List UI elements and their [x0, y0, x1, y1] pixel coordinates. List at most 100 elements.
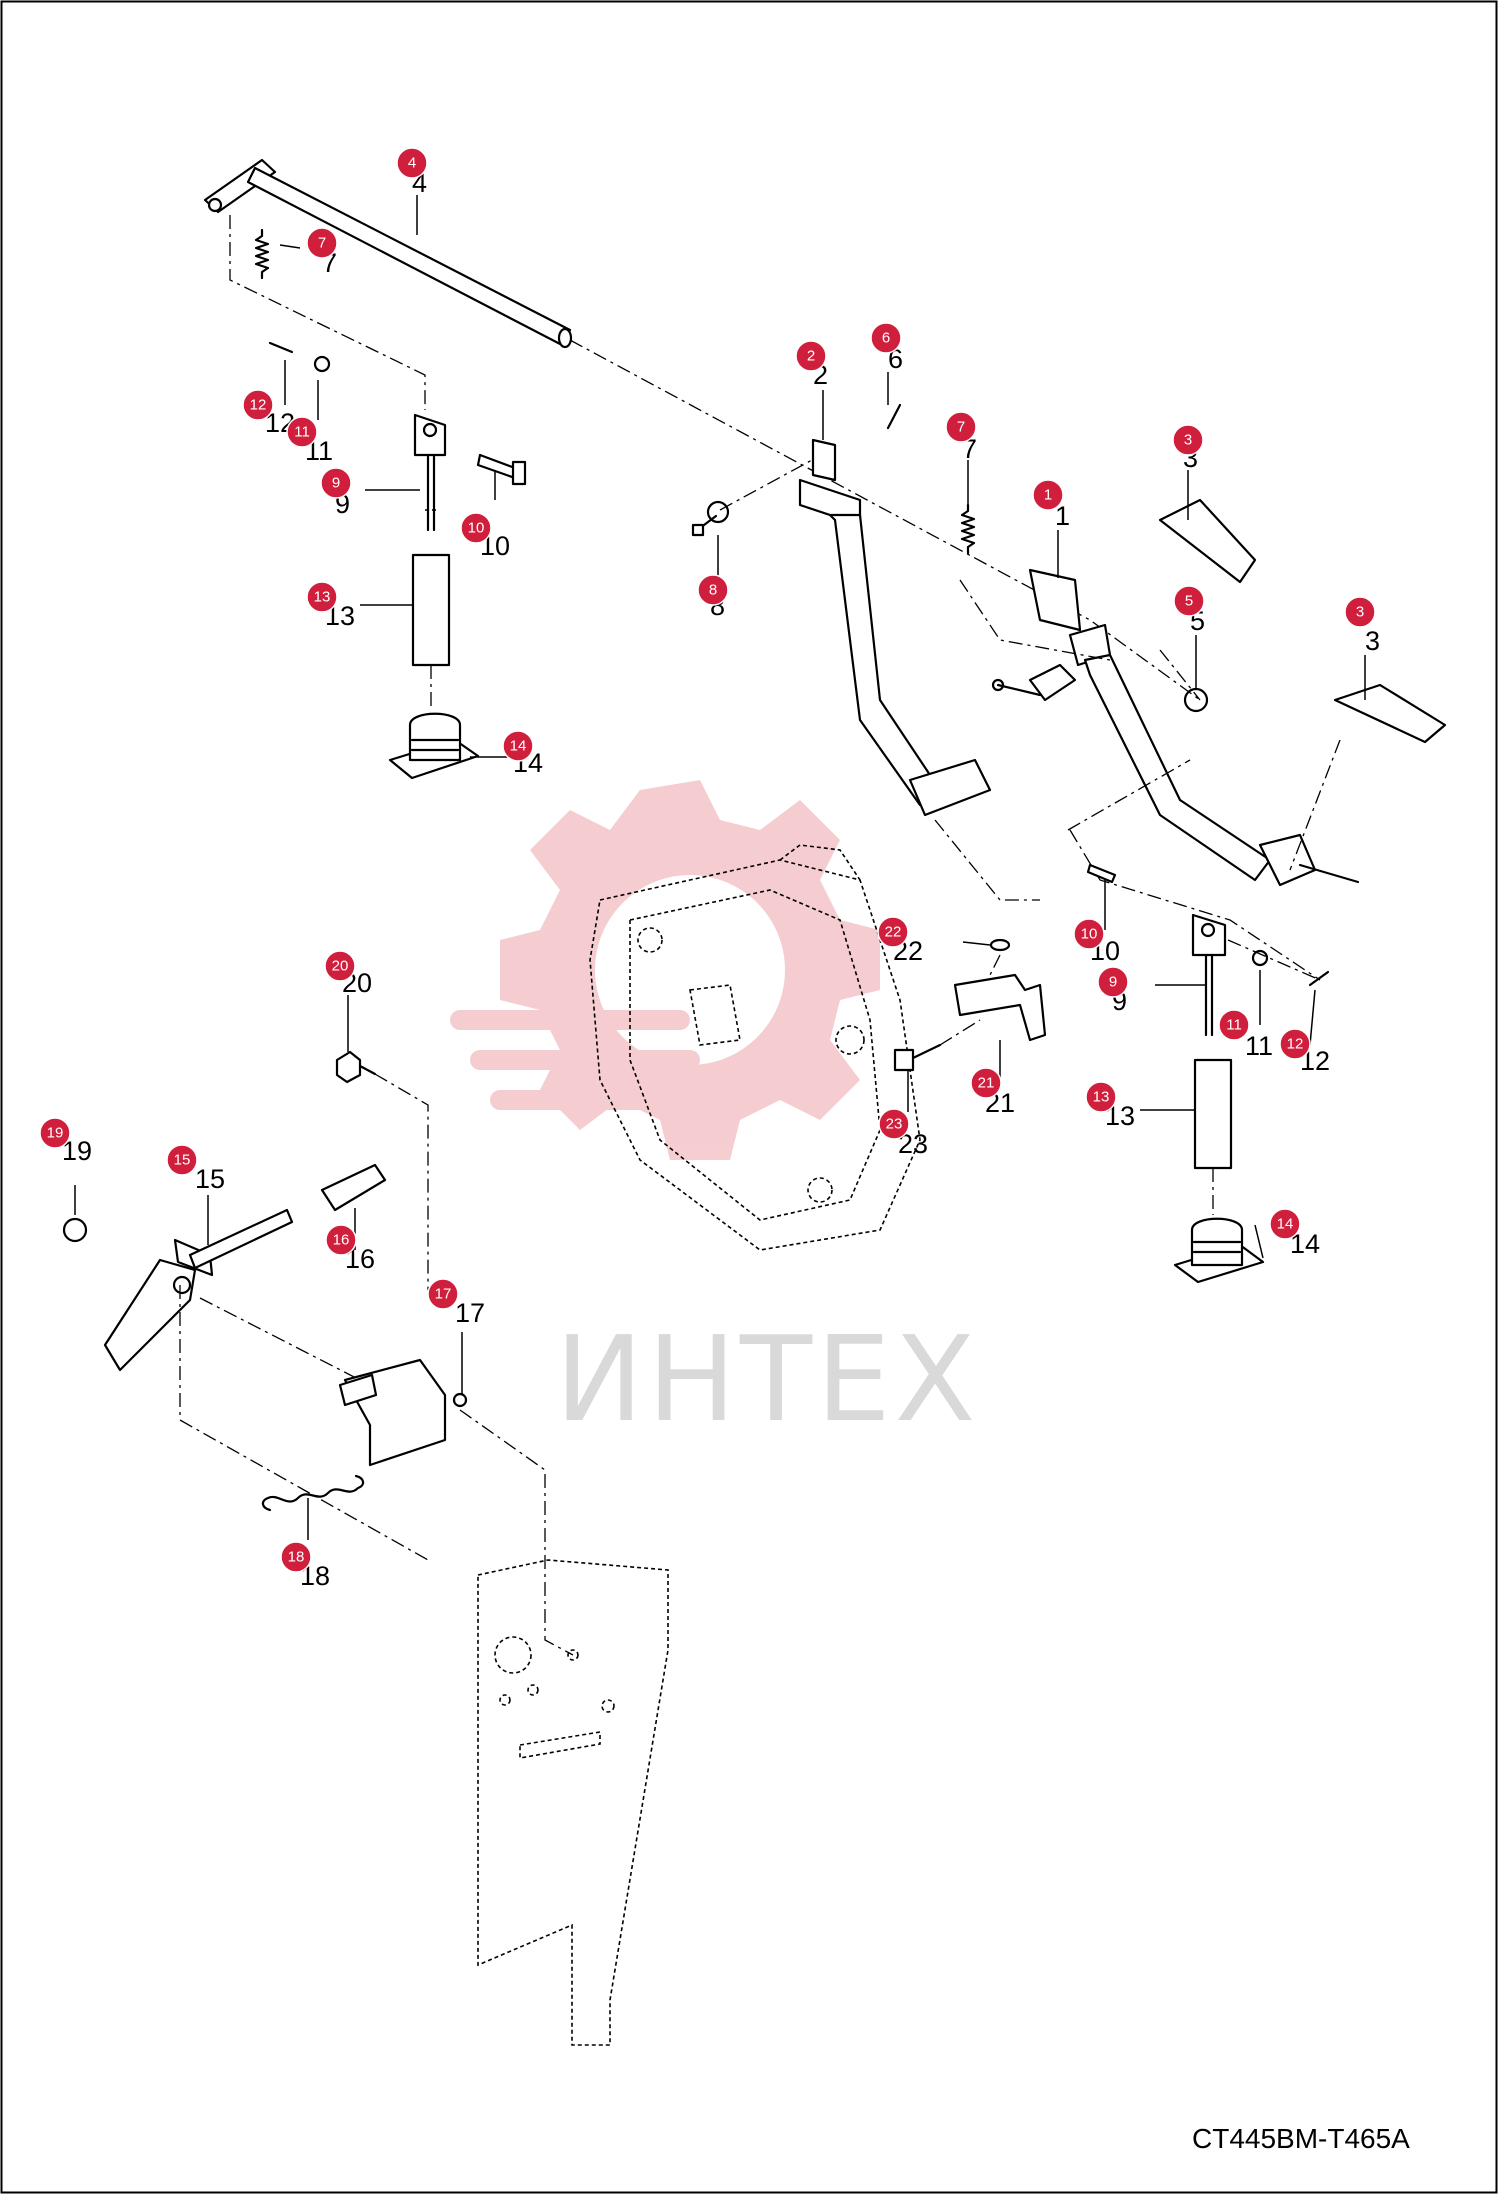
axis-line — [229, 215, 426, 410]
pedal-pad-3-upper — [1158, 498, 1257, 584]
svg-text:14: 14 — [510, 738, 527, 755]
svg-text:13: 13 — [1093, 1089, 1110, 1106]
svg-text:12: 12 — [250, 397, 267, 414]
svg-text:3: 3 — [1356, 604, 1364, 621]
washer-11-right — [1251, 949, 1269, 967]
callout-badge[interactable]: 11 — [1218, 1009, 1250, 1041]
bolt-10-left — [476, 453, 517, 480]
assembly-line — [179, 1285, 429, 1561]
callout-badge[interactable]: 1 — [1032, 479, 1064, 511]
svg-text:5: 5 — [1185, 593, 1193, 610]
callout-badge[interactable]: 14 — [502, 730, 534, 762]
callout-badge[interactable]: 8 — [697, 574, 729, 606]
callout-badge[interactable]: 18 — [280, 1541, 312, 1573]
callout-badge[interactable]: 16 — [325, 1224, 357, 1256]
assembly-line — [1067, 759, 1191, 831]
rubber-stop-14-right — [1173, 1217, 1265, 1284]
clevis-rod-9-left — [413, 413, 447, 532]
snap-ring-5 — [1183, 687, 1209, 713]
bolt-8 — [691, 500, 730, 537]
svg-text:21: 21 — [978, 1075, 995, 1092]
callout-badge[interactable]: 10 — [1073, 918, 1105, 950]
pin-6 — [886, 403, 902, 430]
svg-text:4: 4 — [408, 155, 416, 172]
snap-ring-19 — [62, 1217, 88, 1243]
svg-text:20: 20 — [332, 958, 349, 975]
bolt-20 — [335, 1050, 377, 1084]
svg-text:10: 10 — [468, 520, 485, 537]
watermark-logo — [450, 780, 880, 1160]
pedal-1 — [991, 568, 1272, 882]
callout-badge[interactable]: 3 — [1344, 596, 1376, 628]
bolt-23 — [893, 1043, 942, 1072]
callout-badge[interactable]: 9 — [320, 467, 352, 499]
leader-lines — [74, 195, 1366, 1540]
assembly-line — [374, 1073, 429, 1290]
callout-badge[interactable]: 12 — [242, 389, 274, 421]
part-label: 15 — [195, 1164, 225, 1194]
callout-badge[interactable]: 22 — [877, 916, 909, 948]
callout-badge[interactable]: 7 — [306, 227, 338, 259]
part-label: 11 — [1245, 1031, 1273, 1061]
svg-text:13: 13 — [314, 589, 331, 606]
callout-badge[interactable]: 3 — [1172, 424, 1204, 456]
svg-text:18: 18 — [288, 1549, 305, 1566]
part-label: 1 — [1055, 501, 1070, 531]
pedal-arm-2 — [798, 438, 992, 817]
pedal-pad-3-lower — [1333, 683, 1447, 744]
callout-badge[interactable]: 9 — [1097, 966, 1129, 998]
callout-badge[interactable]: 6 — [870, 322, 902, 354]
assembly-line — [959, 579, 1111, 661]
callout-badge[interactable]: 5 — [1173, 585, 1205, 617]
bracket-17 — [338, 1358, 468, 1467]
part-label: 17 — [455, 1298, 485, 1328]
assembly-line — [1069, 829, 1321, 981]
svg-text:11: 11 — [294, 424, 310, 441]
cam-16 — [320, 1163, 387, 1212]
svg-text:3: 3 — [1184, 432, 1192, 449]
assembly-line — [934, 819, 1040, 901]
bolt-10-left-head — [511, 460, 527, 486]
svg-text:22: 22 — [885, 924, 902, 941]
svg-text:6: 6 — [882, 330, 890, 347]
split-pin-12-right — [1308, 970, 1330, 987]
svg-text:10: 10 — [1081, 926, 1098, 943]
callout-badge[interactable]: 13 — [306, 581, 338, 613]
washer-22 — [989, 938, 1011, 952]
callout-badge[interactable]: 4 — [396, 147, 428, 179]
callout-badge[interactable]: 23 — [878, 1108, 910, 1140]
lever-shaft-15 — [103, 1208, 294, 1372]
spring-18 — [261, 1474, 365, 1512]
axis-line — [569, 339, 1201, 701]
washer-11-left — [313, 355, 331, 373]
drawing-code: CT445BM-T465A — [1192, 2123, 1410, 2154]
callout-badge[interactable]: 11 — [286, 416, 318, 448]
rubber-stop-14-left — [388, 712, 480, 780]
callout-badge[interactable]: 12 — [1279, 1028, 1311, 1060]
assembly-line — [199, 1297, 361, 1381]
sleeve-13-right — [1193, 1058, 1233, 1170]
callout-badge[interactable]: 15 — [166, 1144, 198, 1176]
spring-7-right — [960, 503, 976, 555]
callout-badge[interactable]: 19 — [39, 1117, 71, 1149]
callout-badge[interactable]: 13 — [1085, 1081, 1117, 1113]
callout-badge[interactable]: 14 — [1269, 1208, 1301, 1240]
callout-badge[interactable]: 21 — [970, 1067, 1002, 1099]
part-label: 3 — [1365, 626, 1380, 656]
svg-text:2: 2 — [807, 348, 815, 365]
callout-badge[interactable]: 7 — [945, 411, 977, 443]
callout-badge[interactable]: 17 — [427, 1278, 459, 1310]
svg-text:11: 11 — [1226, 1017, 1242, 1034]
mounting-panel — [477, 1559, 669, 2046]
assembly-line — [459, 1409, 574, 1656]
pin-10-right — [1086, 863, 1117, 884]
callout-badge[interactable]: 10 — [460, 512, 492, 544]
svg-text:7: 7 — [957, 419, 965, 436]
split-pin-12-left — [268, 341, 294, 354]
svg-text:16: 16 — [333, 1232, 350, 1249]
assembly-line — [939, 1019, 981, 1046]
callout-badge[interactable]: 20 — [324, 950, 356, 982]
callout-badge[interactable]: 2 — [795, 340, 827, 372]
